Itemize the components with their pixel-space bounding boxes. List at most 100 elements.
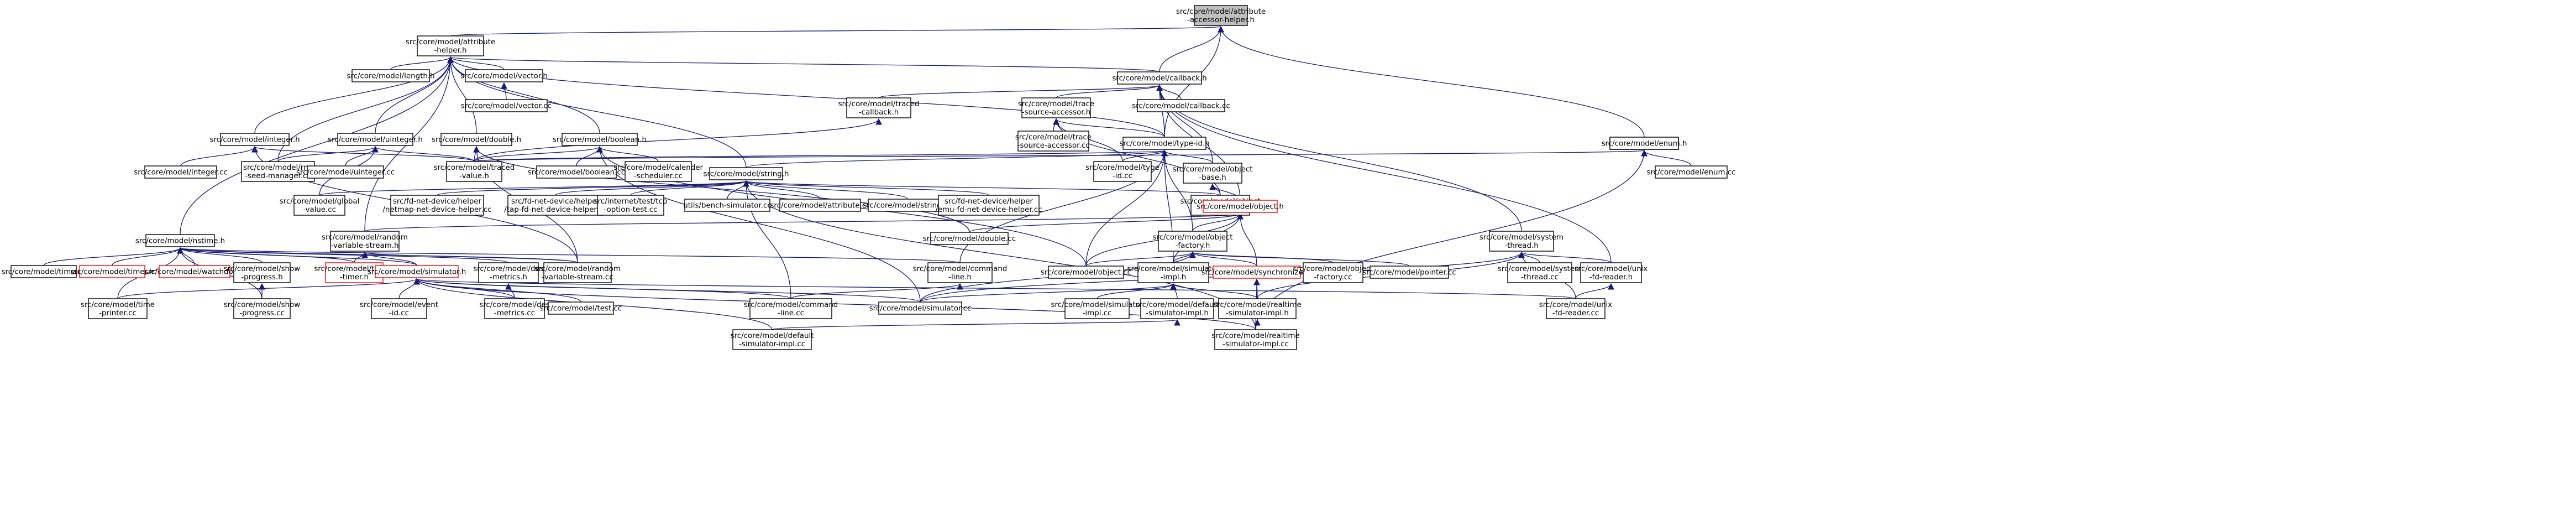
graph-node-dcc[interactable]: src/core/model/double.cc: [923, 232, 1016, 245]
graph-node-emu[interactable]: src/fd-net-device/helper/emu-fd-net-devi…: [935, 195, 1042, 216]
graph-node-dmcc[interactable]: src/core/model/des-metrics.cc: [479, 298, 550, 319]
graph-node-test[interactable]: src/core/model/test.cc: [540, 301, 622, 315]
node-label-line: src/core/model/system: [1498, 265, 1582, 273]
node-label-line: src/core/model/object.h: [1197, 203, 1284, 211]
graph-node-ah[interactable]: src/core/model/attribute-helper.h: [406, 35, 495, 56]
edge-tid-to-tsa: [1053, 118, 1165, 138]
node-label-line: src/core/model/nstime.h: [135, 237, 225, 246]
graph-node-nt[interactable]: src/core/model/nstime.h: [135, 234, 225, 247]
graph-node-uih[interactable]: src/core/model/uinteger.h: [328, 133, 423, 146]
edge-cl-to-nt: [177, 247, 961, 263]
graph-node-tsa[interactable]: src/core/model/trace-source-accessor.h: [1018, 97, 1094, 118]
node-box: [330, 231, 400, 252]
node-label-line: src/core/model/simulator.h: [368, 268, 466, 277]
graph-node-dm[interactable]: src/core/model/des-metrics.h: [473, 262, 544, 283]
node-box: [465, 69, 543, 82]
graph-node-ofh[interactable]: src/core/model/object-factory.h: [1152, 231, 1233, 252]
graph-node-encc[interactable]: src/core/model/enum.cc: [1646, 165, 1736, 179]
graph-node-cal[interactable]: src/core/model/calender-scheduler.cc: [613, 161, 704, 182]
node-label-line: src/core/model/vector.cc: [461, 102, 552, 111]
graph-node-simh[interactable]: src/core/model/simulator.h: [368, 265, 466, 278]
graph-node-rvs[interactable]: src/core/model/random-variable-stream.h: [322, 231, 408, 252]
graph-node-clcc[interactable]: src/core/model/command-line.cc: [744, 298, 838, 319]
node-label-line: src/core/model/double.cc: [923, 235, 1016, 243]
node-label-line: src/core/model/default: [1136, 301, 1219, 309]
graph-node-tcp[interactable]: src/internet/test/tcp-option-test.cc: [594, 195, 668, 216]
node-label-line: -variable-stream.h: [331, 242, 399, 250]
graph-node-simimplcc[interactable]: src/core/model/simulator-impl.cc: [1051, 298, 1143, 319]
node-label-line: -base.h: [1199, 174, 1226, 182]
graph-node-nm[interactable]: src/fd-net-device/helper/netmap-net-devi…: [382, 195, 492, 216]
graph-node-tmh[interactable]: src/core/model/timer.h: [70, 265, 154, 278]
node-label-line: src/core/model/global: [280, 197, 360, 206]
graph-node-sth[interactable]: src/core/model/system-thread.h: [1480, 231, 1564, 252]
graph-node-stcc[interactable]: src/core/model/string.cc: [863, 199, 952, 212]
graph-node-tid[interactable]: src/core/model/type-id.h: [1119, 137, 1210, 150]
node-label-line: src/core/model/simulator: [1127, 265, 1220, 273]
graph-node-objcc[interactable]: src/core/model/object.cc: [1041, 266, 1131, 279]
graph-node-atcc[interactable]: src/core/model/attribute.cc: [770, 199, 870, 212]
graph-node-bench[interactable]: utils/bench-simulator.cc: [683, 199, 772, 212]
graph-node-tap[interactable]: src/fd-net-device/helper/tap-fd-net-devi…: [504, 195, 607, 216]
graph-node-ofcc[interactable]: src/core/model/object-factory.cc: [1293, 262, 1373, 283]
graph-node-sync[interactable]: src/core/model/synchronizer.h: [1202, 266, 1313, 279]
graph-node-defcc[interactable]: src/core/model/default-simulator-impl.cc: [731, 329, 814, 350]
graph-node-wd[interactable]: src/core/model/watchdog.h: [144, 265, 245, 278]
graph-node-defh[interactable]: src/core/model/default-simulator-impl.h: [1136, 298, 1219, 319]
node-box: [375, 265, 459, 278]
graph-node-uicc[interactable]: src/core/model/uinteger.cc: [296, 165, 395, 179]
graph-node-len[interactable]: src/core/model/length.h: [347, 69, 435, 82]
graph-node-ufrcc[interactable]: src/core/model/unix-fd-reader.cc: [1539, 298, 1612, 319]
graph-node-dh[interactable]: src/core/model/double.h: [432, 133, 521, 146]
graph-node-rng[interactable]: src/core/model/rng-seed-manager.cc: [241, 161, 315, 182]
graph-node-sp[interactable]: src/core/model/show-progress.h: [224, 262, 300, 283]
graph-node-rvscc[interactable]: src/core/model/random-variable-stream.cc: [534, 262, 621, 283]
graph-node-rth[interactable]: src/core/model/realtime-simulator-impl.h: [1213, 298, 1302, 319]
node-label-line: -impl.h: [1161, 273, 1187, 282]
graph-node-tt[interactable]: src/core/model/trickle-timer.h: [314, 262, 395, 283]
graph-node-vech[interactable]: src/core/model/vector.h: [460, 69, 548, 82]
graph-node-tmcc[interactable]: src/core/model/time.cc: [1, 265, 86, 278]
graph-node-ev[interactable]: src/core/model/event-id.cc: [360, 298, 438, 319]
node-box: [1017, 131, 1089, 152]
graph-node-veccc[interactable]: src/core/model/vector.cc: [461, 99, 552, 112]
node-label-line: -line.cc: [778, 309, 804, 318]
node-label-line: src/core/model/unix: [1539, 301, 1612, 309]
edge-simh-to-nt: [177, 247, 417, 266]
graph-node-gv[interactable]: src/core/model/global-value.cc: [280, 195, 360, 216]
graph-node-spcc[interactable]: src/core/model/show-progress.cc: [224, 298, 300, 319]
graph-node-ufr[interactable]: src/core/model/unix-fd-reader.h: [1575, 262, 1648, 283]
graph-node-tp[interactable]: src/core/model/time-printer.cc: [81, 298, 155, 319]
node-box: [159, 265, 230, 278]
graph-node-stcc2[interactable]: src/core/model/system-thread.cc: [1498, 262, 1582, 283]
edge-tv-to-bh: [474, 145, 603, 162]
graph-node-simimpl[interactable]: src/core/model/simulator-impl.h: [1127, 262, 1220, 283]
graph-node-tcb[interactable]: src/core/model/traced-callback.h: [838, 97, 920, 118]
node-label-line: src/core/model/uinteger.h: [328, 136, 423, 144]
node-label-line: src/fd-net-device/helper: [511, 197, 600, 206]
edge-tv-to-en: [474, 149, 1646, 162]
graph-node-bh[interactable]: src/core/model/boolean.h: [553, 133, 647, 146]
node-label-line: -factory.cc: [1314, 273, 1352, 282]
graph-node-tv[interactable]: src/core/model/traced-value.h: [434, 161, 515, 182]
graph-node-simcc[interactable]: src/core/model/simulator.cc: [869, 301, 972, 315]
graph-node-ih[interactable]: src/core/model/integer.h: [209, 133, 300, 146]
graph-node-rtcc[interactable]: src/core/model/realtime-simulator-impl.c…: [1211, 329, 1300, 350]
edge-rtcc-to-simh: [413, 278, 1256, 330]
graph-node-tsacc[interactable]: src/core/model/trace-source-accessor.cc: [1015, 131, 1092, 152]
graph-node-cb[interactable]: src/core/model/callback.h: [1112, 71, 1207, 85]
graph-node-sh[interactable]: src/core/model/string.h: [704, 167, 789, 180]
graph-node-cbcc[interactable]: src/core/model/callback.cc: [1132, 99, 1230, 112]
edge-sth-to-cb: [1156, 84, 1522, 232]
node-box: [1117, 71, 1202, 85]
graph-node-ptr[interactable]: src/core/model/pointer.cc: [1362, 266, 1456, 279]
graph-node-obh[interactable]: src/core/model/object-base.h: [1172, 163, 1253, 184]
graph-node-cl[interactable]: src/core/model/command-line.h: [913, 262, 1008, 283]
node-label-line: src/core/model/simulator.cc: [869, 305, 972, 313]
graph-node-tidcc[interactable]: src/core/model/type-id.cc: [1085, 161, 1160, 182]
graph-node-enh[interactable]: src/core/model/enum.h: [1602, 137, 1687, 150]
graph-node-objh[interactable]: src/core/model/object.h: [1197, 200, 1284, 213]
node-box: [220, 133, 290, 146]
graph-node-bcc[interactable]: src/core/model/boolean.cc: [528, 165, 625, 179]
graph-node-icc[interactable]: src/core/model/integer.cc: [134, 165, 228, 179]
